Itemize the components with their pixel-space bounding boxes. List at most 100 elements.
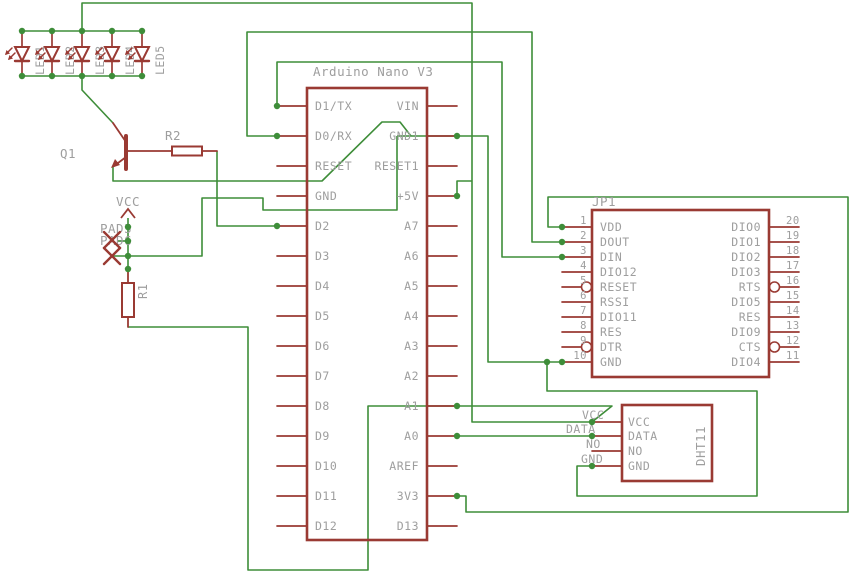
arduino-pin-label: AREF [389,459,419,473]
pad-cross [102,246,122,266]
arduino-pin-label: GND1 [389,129,419,143]
dht11-box [620,403,714,483]
led-emission-arrowhead [98,55,103,60]
jp1-pin-label: DOUT [600,235,630,249]
led-triangle [43,46,61,64]
jp1-pin-number: 3 [580,245,587,257]
jp1-pin-number: 6 [580,290,587,302]
vcc-arrow [120,207,136,219]
arduino-pin-label: RESET [315,159,352,173]
jp1-pin-number: 4 [580,260,587,272]
dht11-title: DHT11 [693,426,708,466]
jp1-pin-label: DIO5 [731,295,761,309]
q1-transistor[interactable]: Q1 [60,122,173,171]
junction-dot [588,432,596,440]
net-wire [128,326,457,571]
jp1-pin-number: 14 [786,305,800,317]
junction-dot [124,223,132,231]
jp1-pin-number: 9 [580,335,587,347]
jp1-pin-label: DIO9 [731,325,761,339]
net-wires [22,2,849,571]
arduino-pin-label: D2 [315,219,330,233]
jp1-pin-label: DIO0 [731,220,761,234]
dht11-pin-label: DATA [628,429,658,443]
led-emission-arrowhead [68,55,73,60]
junction-dot [108,72,116,80]
inversion-bubble [768,341,781,353]
arduino-pin-label: D7 [315,369,330,383]
arduino-part[interactable]: Arduino Nano V3D1/TXD0/RXRESETGNDD2D3D4D… [276,64,458,542]
led-emission-arrowhead [128,55,133,60]
net-wire [457,196,849,513]
arduino-pin-label: D9 [315,429,330,443]
arduino-pin-label: A0 [404,429,419,443]
junction-dot [543,358,551,366]
arduino-pin-label: D8 [315,399,330,413]
jp1-pin-label: RESET [600,280,637,294]
junction-dot [18,72,26,80]
net-wire [216,151,277,227]
junction-dot [273,132,281,140]
junction-dot [108,27,116,35]
jp1-pin-number: 17 [786,260,800,272]
jp1-pin-label: RES [600,325,622,339]
net-wire [276,61,562,258]
junction-dot [453,402,461,410]
inversion-bubble [768,281,781,293]
junction-dot [558,223,566,231]
jp1-pin-label: RTS [739,280,761,294]
jp1-pin-label: DIO2 [731,250,761,264]
junction-dot [78,27,86,35]
r2-resistor[interactable]: R2 [165,128,218,157]
junction-dots [18,27,596,500]
jp1-pin-number: 7 [580,305,587,317]
q1-collector-lead [112,122,127,143]
led-emission-arrowhead [8,55,13,60]
junction-dot [138,72,146,80]
net-label: VCC [582,408,604,422]
net-wire [81,2,592,423]
arduino-pin-label: A1 [404,399,419,413]
jp1-pin-number: 15 [786,290,800,302]
jp1-pin-label: CTS [739,340,761,354]
led-emission-arrowhead [5,50,10,55]
jp1-pin-label: DTR [600,340,622,354]
arduino-pin-label: D10 [315,459,337,473]
junction-dot [124,252,132,260]
jp1-pin-label: DIO1 [731,235,761,249]
jp1-pin-label: DIO12 [600,265,637,279]
arduino-title: Arduino Nano V3 [313,64,433,79]
junction-dot [138,27,146,35]
arduino-pin-label: VIN [397,99,419,113]
net-wire [456,180,472,196]
junction-dot [48,72,56,80]
q1-label: Q1 [60,146,76,161]
net-label: DATA [566,422,596,436]
led-emission-arrowhead [95,50,100,55]
arduino-pin-label: D0/RX [315,129,352,143]
net-wire [457,135,562,363]
led-3[interactable]: LED3 [65,30,107,77]
cross-stroke [102,230,122,250]
arduino-pin-label: +5V [397,189,419,203]
dht11-pin-label: NO [628,444,643,458]
jp1-pin-number: 8 [580,320,587,332]
inversion-bubble [580,341,593,353]
arduino-pin-label: A2 [404,369,419,383]
junction-dot [48,27,56,35]
cross-stroke [102,246,122,266]
net-wire [246,31,562,243]
jp1-pin-label: RSSI [600,295,630,309]
junction-dot [453,192,461,200]
jp1-pin-number: 10 [573,350,587,362]
junction-dot [588,462,596,470]
led-emission-arrowhead [35,50,40,55]
jp1-pin-number: 19 [786,230,800,242]
net-wire [546,362,758,497]
jp1-pin-number: 1 [580,215,587,227]
